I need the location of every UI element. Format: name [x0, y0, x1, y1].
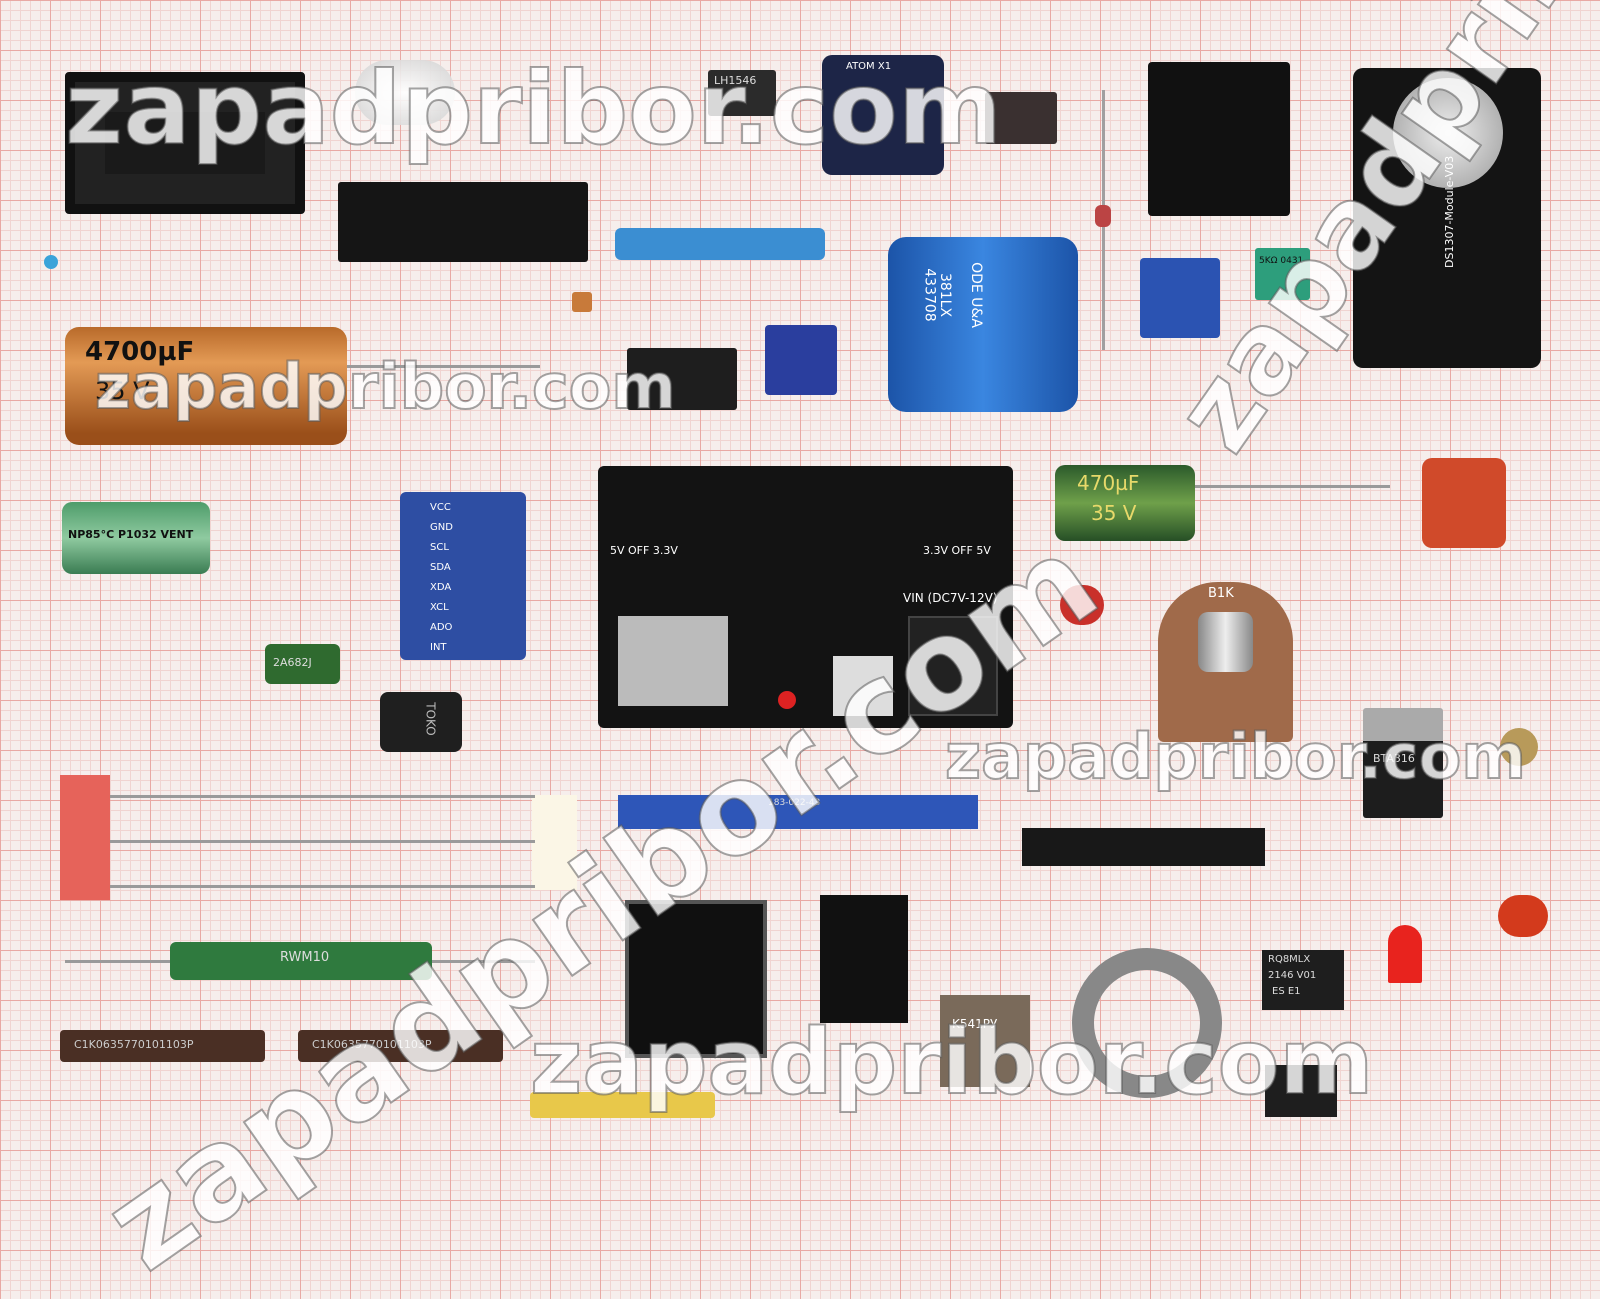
- diode-lead: [110, 885, 535, 888]
- imu-pin: SCL: [430, 542, 449, 553]
- power-resistor-label: RWM10: [280, 950, 330, 965]
- atom-board: ATOM X1: [822, 55, 944, 175]
- dip-ic-label: K541РУ: [952, 1017, 998, 1031]
- big-cap-voltage: 35 V: [95, 377, 150, 405]
- electrolytic-470uF: 470µF 35 V: [1055, 465, 1195, 541]
- big-cap-lead: [340, 365, 540, 368]
- imu-pin: SDA: [430, 562, 451, 573]
- pot-shaft: [1198, 612, 1253, 672]
- power-led: [778, 691, 796, 709]
- seven-segment-display: [820, 895, 908, 1023]
- resnet-label-2: C1K0635770101103P: [312, 1038, 432, 1051]
- imu-pin: GND: [430, 522, 453, 533]
- coin-cell: [1393, 78, 1503, 188]
- diode-tape-right: [532, 795, 577, 890]
- np-cap-label: NP85°C P1032 VENT: [68, 528, 194, 541]
- trimpot-blue-2: [1140, 258, 1220, 338]
- inductor: TOKO: [380, 692, 462, 752]
- soic-line2: 2146 V01: [1268, 970, 1317, 981]
- usb-port: [618, 616, 728, 706]
- blue-disc-cap: [44, 255, 58, 269]
- power-right-jumper: 3.3V OFF 5V: [923, 544, 991, 557]
- led-clear: [355, 60, 455, 125]
- power-switch: [833, 656, 893, 716]
- blue-power-resistor: [615, 228, 825, 260]
- green-cap-voltage: 35 V: [1091, 501, 1137, 525]
- green-cap-value: 470µF: [1077, 471, 1140, 495]
- watermark: zapadpribor.com: [944, 719, 1527, 794]
- resistor-network: C1K0635770101103P: [60, 1030, 265, 1062]
- edge-connector-label: 183-022-43: [768, 798, 821, 808]
- soic-chip: RQ8MLX 2146 V01 ES E1: [1262, 950, 1344, 1010]
- pin-header: [1022, 828, 1265, 866]
- atom-label: ATOM X1: [846, 61, 892, 72]
- transistor-metal: [1500, 728, 1538, 766]
- edge-connector: 183-022-43: [618, 795, 978, 829]
- big-cap-value: 4700µF: [85, 337, 195, 367]
- power-vin-label: VIN (DC7V-12V): [903, 591, 998, 605]
- diode-lead: [110, 840, 535, 843]
- pot-label: B1K: [1208, 586, 1234, 601]
- watermark: zapadpribor.com: [94, 349, 677, 424]
- multi-trimmer: [1148, 62, 1290, 216]
- rtc-module: DS1307-Module-V03: [1353, 68, 1541, 368]
- imu-pin: INT: [430, 642, 447, 653]
- blue-cap-line1: ODE U&A: [967, 262, 984, 328]
- np-capacitor: NP85°C P1032 VENT: [62, 502, 210, 574]
- diode-tape-left: [60, 775, 110, 900]
- ceramic-cap-red: [1060, 585, 1104, 625]
- potentiometer: B1K: [1158, 582, 1293, 742]
- imu-pin: XDA: [430, 582, 452, 593]
- ceramic-dip-ic: K541РУ: [940, 995, 1030, 1087]
- imu-pin: ADO: [430, 622, 453, 633]
- sip-resistor-yellow: [530, 1092, 715, 1118]
- imu-board: VCC GND SCL SDA XDA XCL ADO INT: [400, 492, 526, 660]
- dc-jack: [908, 616, 998, 716]
- diode-glass: [1095, 205, 1111, 227]
- watermark: zapadpribor.com: [64, 49, 1003, 168]
- ic-socket-long: [338, 182, 588, 262]
- imu-pin: VCC: [430, 502, 451, 513]
- blue-cap-line3: 433708: [921, 268, 938, 322]
- sot-ic: [985, 92, 1057, 144]
- varistor-red: [1422, 458, 1506, 548]
- resnet-label: C1K0635770101103P: [74, 1038, 194, 1051]
- trimmer-label: 5KΩ 0431: [1259, 256, 1304, 266]
- watermark: zapadpribor.com: [529, 1009, 1374, 1116]
- inductor-label: TOKO: [423, 702, 438, 736]
- film-cap-label: 2A682J: [273, 656, 312, 669]
- green-cap-lead: [1190, 485, 1390, 488]
- resistor-network-2: C1K0635770101103P: [298, 1030, 503, 1062]
- power-left-jumper: 5V OFF 3.3V: [610, 544, 678, 557]
- film-capacitor: 2A682J: [265, 644, 340, 684]
- plcc-socket: [625, 900, 767, 1058]
- diode-lead: [110, 795, 535, 798]
- soic-line1: RQ8MLX: [1268, 954, 1311, 965]
- blue-cap-line2: 381LX: [937, 272, 954, 318]
- imu-pin-labels: VCC GND SCL SDA XDA XCL ADO INT: [430, 498, 453, 658]
- soic-line3: ES E1: [1272, 986, 1301, 997]
- optocoupler: LH1546: [708, 70, 776, 116]
- power-resistor-green: RWM10: [170, 942, 432, 980]
- ic-socket-large: [65, 72, 305, 214]
- trimmer-green: 5KΩ 0431: [1255, 248, 1310, 300]
- smd-ic: [627, 348, 737, 410]
- triac: BTA316: [1363, 708, 1443, 818]
- blue-capacitor: ODE U&A 381LX 433708: [888, 237, 1078, 412]
- ceramic-cap-small: [572, 292, 592, 312]
- trimpot-blue: [765, 325, 837, 395]
- optocoupler-label: LH1546: [714, 74, 757, 87]
- small-dip-chip: [1265, 1065, 1337, 1117]
- ceramic-cap-red-2: [1498, 895, 1548, 937]
- led-red: [1388, 925, 1422, 983]
- imu-pin: XCL: [430, 602, 449, 613]
- triac-label: BTA316: [1373, 752, 1415, 765]
- breadboard-power-module: 5V OFF 3.3V 3.3V OFF 5V VIN (DC7V-12V): [598, 466, 1013, 728]
- electrolytic-4700uF: 4700µF 35 V: [65, 327, 347, 445]
